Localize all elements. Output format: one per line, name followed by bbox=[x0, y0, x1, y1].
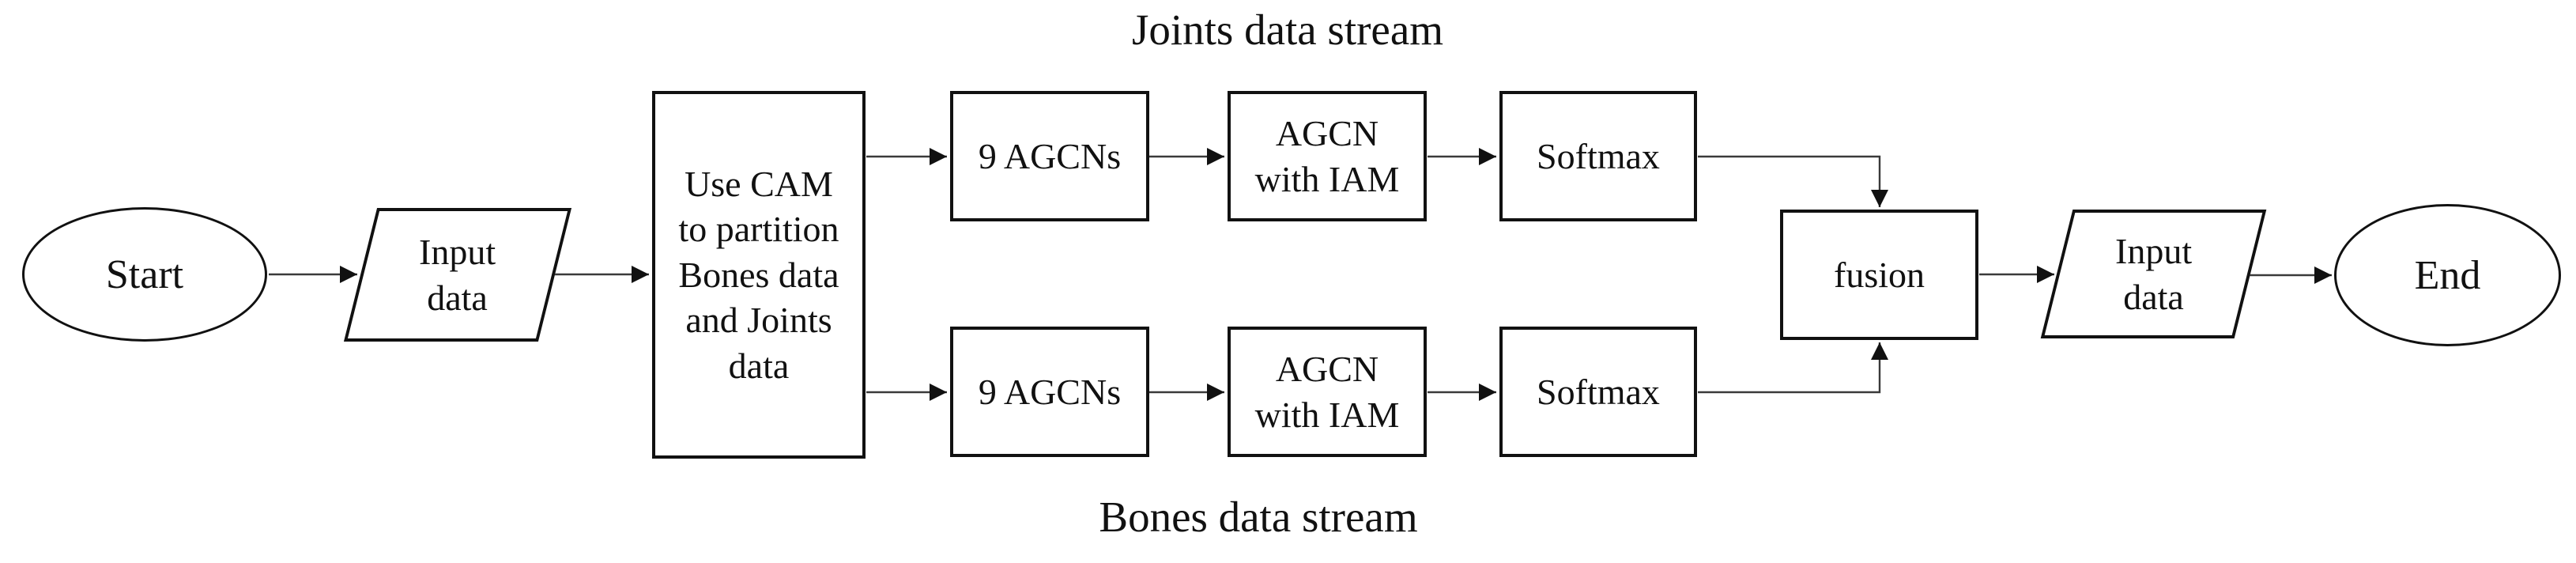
end-label: End bbox=[2414, 252, 2481, 298]
arrow-softmax-top-to-fusion bbox=[1698, 155, 1888, 207]
joints-data-stream-title: Joints data stream bbox=[1131, 6, 1444, 54]
agcns-top-box: 9 AGCNs bbox=[950, 91, 1149, 221]
input-data-right-label: Input data bbox=[2114, 231, 2193, 317]
input-data-right-parallelogram: Input data bbox=[2040, 210, 2267, 338]
agcn-iam-bottom-label: AGCN with IAM bbox=[1254, 349, 1400, 435]
start-label: Start bbox=[105, 251, 184, 297]
use-cam-box: Use CAM to partition Bones data and Join… bbox=[652, 91, 866, 459]
arrow-softmax-bottom-to-fusion bbox=[1698, 342, 1888, 394]
fusion-box: fusion bbox=[1780, 210, 1978, 340]
agcns-bottom-label: 9 AGCNs bbox=[978, 371, 1122, 412]
softmax-bottom-box: Softmax bbox=[1499, 327, 1697, 457]
start-ellipse: Start bbox=[22, 207, 267, 342]
input-data-left-label: Input data bbox=[419, 232, 496, 318]
agcns-bottom-box: 9 AGCNs bbox=[950, 327, 1149, 457]
fusion-label: fusion bbox=[1834, 254, 1925, 295]
end-ellipse: End bbox=[2334, 204, 2561, 346]
bones-data-stream-title: Bones data stream bbox=[1099, 493, 1418, 541]
use-cam-label: Use CAM to partition Bones data and Join… bbox=[678, 163, 839, 386]
input-data-left-parallelogram: Input data bbox=[343, 208, 572, 342]
agcns-top-label: 9 AGCNs bbox=[978, 135, 1122, 176]
agcn-iam-top-box: AGCN with IAM bbox=[1228, 91, 1427, 221]
softmax-bottom-label: Softmax bbox=[1537, 371, 1660, 412]
agcn-iam-top-label: AGCN with IAM bbox=[1254, 113, 1400, 199]
softmax-top-box: Softmax bbox=[1499, 91, 1697, 221]
softmax-top-label: Softmax bbox=[1537, 135, 1660, 176]
agcn-iam-bottom-box: AGCN with IAM bbox=[1228, 327, 1427, 457]
